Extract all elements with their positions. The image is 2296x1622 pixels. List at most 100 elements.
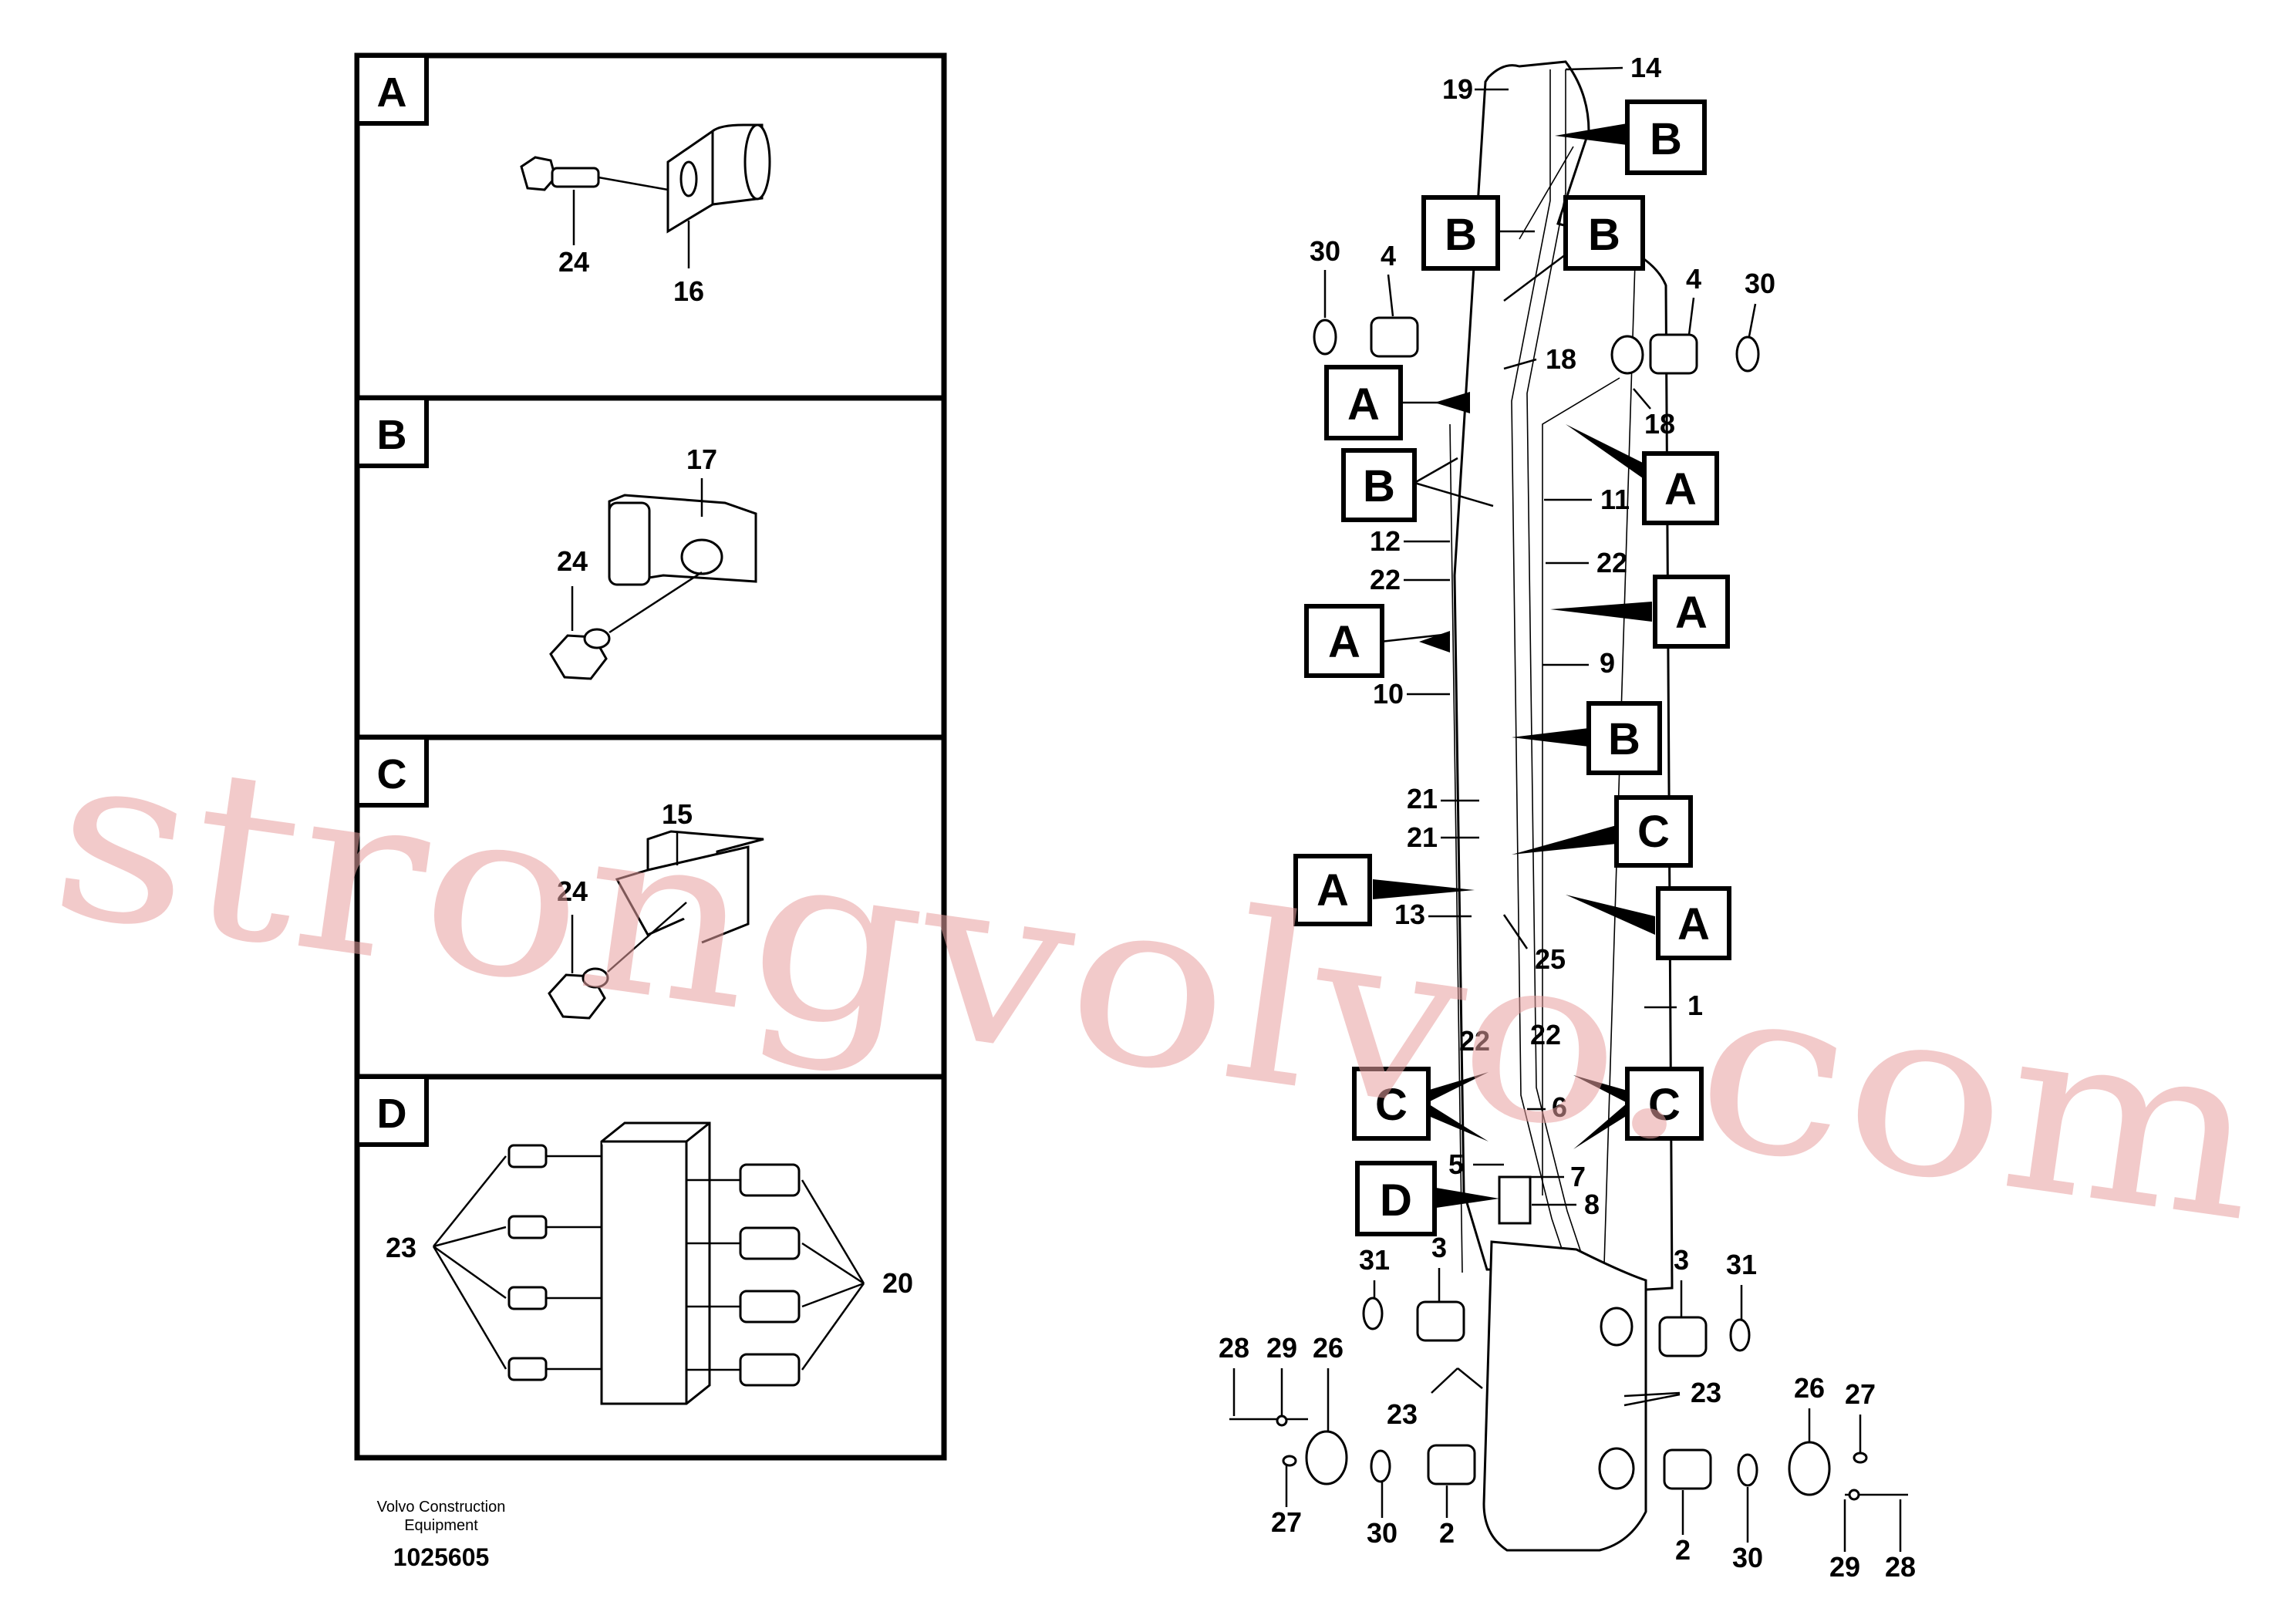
- callout-boxes: B B B A B A: [1293, 99, 1731, 1236]
- label-28-b: 28: [1885, 1551, 1916, 1583]
- label-22-d: 22: [1530, 1019, 1561, 1050]
- label-4-a: 4: [1381, 240, 1396, 271]
- boom-foot: [1482, 1240, 1647, 1552]
- bolt-icon: [549, 628, 611, 680]
- callout-b-4[interactable]: B: [1341, 448, 1494, 522]
- drawing-number: 1025605: [393, 1543, 490, 1571]
- label-26-a: 26: [1313, 1332, 1344, 1364]
- callout-d-1[interactable]: D: [1355, 1161, 1532, 1236]
- label-24-c: 24: [557, 875, 588, 907]
- fittings-left: [507, 1144, 602, 1381]
- label-30-a: 30: [1310, 235, 1340, 267]
- callout-a-1[interactable]: A: [1324, 365, 1470, 440]
- svg-text:C: C: [1648, 1080, 1681, 1130]
- label-31-a: 31: [1359, 1244, 1390, 1276]
- callout-a-3[interactable]: A: [1550, 575, 1730, 649]
- label-7: 7: [1570, 1161, 1586, 1192]
- callout-b-5[interactable]: B: [1512, 701, 1662, 775]
- bushing-icon: [1305, 316, 1831, 1496]
- svg-text:C: C: [1637, 807, 1670, 857]
- label-30-c: 30: [1367, 1517, 1397, 1549]
- callout-a-4[interactable]: A: [1304, 604, 1451, 678]
- fittings-right: [686, 1163, 801, 1387]
- callout-a-5[interactable]: A: [1293, 854, 1475, 926]
- watermark: strongvolvo.com: [39, 698, 2276, 1273]
- label-21-a: 21: [1407, 783, 1438, 814]
- callout-b-3[interactable]: B: [1503, 195, 1645, 302]
- label-1: 1: [1687, 990, 1703, 1021]
- label-30-b: 30: [1745, 268, 1775, 299]
- label-22-b: 22: [1596, 547, 1627, 578]
- clamp-icon: [666, 123, 771, 234]
- detail-panels: A 24 16 B: [354, 52, 947, 1461]
- panel-a-tag: A: [377, 69, 407, 116]
- label-8: 8: [1584, 1189, 1600, 1220]
- clip-icon: [615, 830, 764, 944]
- label-17: 17: [686, 443, 717, 475]
- label-28-a: 28: [1219, 1332, 1249, 1364]
- label-12: 12: [1370, 525, 1401, 557]
- label-2-b: 2: [1675, 1534, 1691, 1566]
- label-6: 6: [1552, 1091, 1567, 1123]
- assembly-labels: 19 14 30 4 4 30 18 18 11 12 22 22 9 10 2…: [1219, 52, 1916, 1583]
- label-20: 20: [882, 1267, 913, 1299]
- svg-text:A: A: [1664, 464, 1697, 514]
- pin-bolt-icon: [1229, 1415, 1908, 1501]
- callout-b-2[interactable]: B: [1421, 195, 1535, 271]
- svg-text:C: C: [1375, 1080, 1408, 1130]
- label-23-d: 23: [386, 1232, 416, 1263]
- label-2-a: 2: [1439, 1517, 1455, 1549]
- svg-text:D: D: [1380, 1175, 1412, 1226]
- callout-a-6[interactable]: A: [1566, 886, 1731, 960]
- label-10: 10: [1373, 678, 1404, 710]
- manifold-block-icon: [600, 1121, 711, 1405]
- label-27-a: 27: [1845, 1378, 1876, 1410]
- label-29-a: 29: [1266, 1332, 1297, 1364]
- callout-c-3[interactable]: C: [1573, 1067, 1704, 1149]
- panel-c-tag: C: [377, 751, 407, 798]
- label-23-a: 23: [1387, 1398, 1418, 1430]
- label-22-a: 22: [1370, 564, 1401, 595]
- svg-text:A: A: [1328, 617, 1360, 667]
- label-15: 15: [662, 798, 693, 830]
- panel-b: B 17 24: [355, 396, 757, 680]
- svg-text:B: B: [1363, 461, 1395, 511]
- maker-line2: Equipment: [404, 1517, 478, 1534]
- callout-c-1[interactable]: C: [1512, 795, 1693, 868]
- label-27-b: 27: [1271, 1506, 1302, 1538]
- panel-a: A 24 16: [355, 53, 771, 307]
- bolt-icon: [520, 156, 600, 191]
- label-5: 5: [1448, 1148, 1464, 1180]
- title-block: Volvo Construction Equipment 1025605: [377, 1499, 506, 1571]
- label-25: 25: [1535, 943, 1566, 975]
- svg-text:A: A: [1675, 588, 1708, 638]
- panel-c: C 15 24: [355, 735, 764, 1020]
- label-29-b: 29: [1829, 1551, 1860, 1583]
- label-19: 19: [1442, 73, 1473, 105]
- panel-b-tag: B: [377, 412, 407, 458]
- label-4-b: 4: [1686, 263, 1701, 295]
- label-23-b: 23: [1691, 1377, 1721, 1408]
- manifold-block-icon: [1498, 1175, 1532, 1225]
- callout-b-1[interactable]: B: [1555, 99, 1707, 175]
- label-18-a: 18: [1546, 343, 1576, 375]
- maker-line1: Volvo Construction: [377, 1499, 506, 1516]
- callout-c-2[interactable]: C: [1352, 1067, 1489, 1141]
- label-13: 13: [1394, 899, 1425, 930]
- label-3-a: 3: [1431, 1232, 1447, 1263]
- callout-a-2[interactable]: A: [1566, 424, 1719, 525]
- svg-text:A: A: [1317, 865, 1349, 916]
- label-24-b: 24: [557, 545, 588, 577]
- label-14: 14: [1630, 52, 1661, 83]
- label-11: 11: [1600, 484, 1630, 515]
- svg-text:B: B: [1445, 210, 1477, 260]
- label-24-a: 24: [558, 246, 589, 278]
- panel-d: D 23: [355, 1074, 913, 1405]
- boom-assembly: [1229, 60, 1908, 1552]
- svg-text:B: B: [1588, 210, 1620, 260]
- label-30-d: 30: [1732, 1542, 1763, 1573]
- label-31-b: 31: [1726, 1249, 1757, 1280]
- label-21-b: 21: [1407, 821, 1438, 853]
- label-26-b: 26: [1794, 1372, 1825, 1404]
